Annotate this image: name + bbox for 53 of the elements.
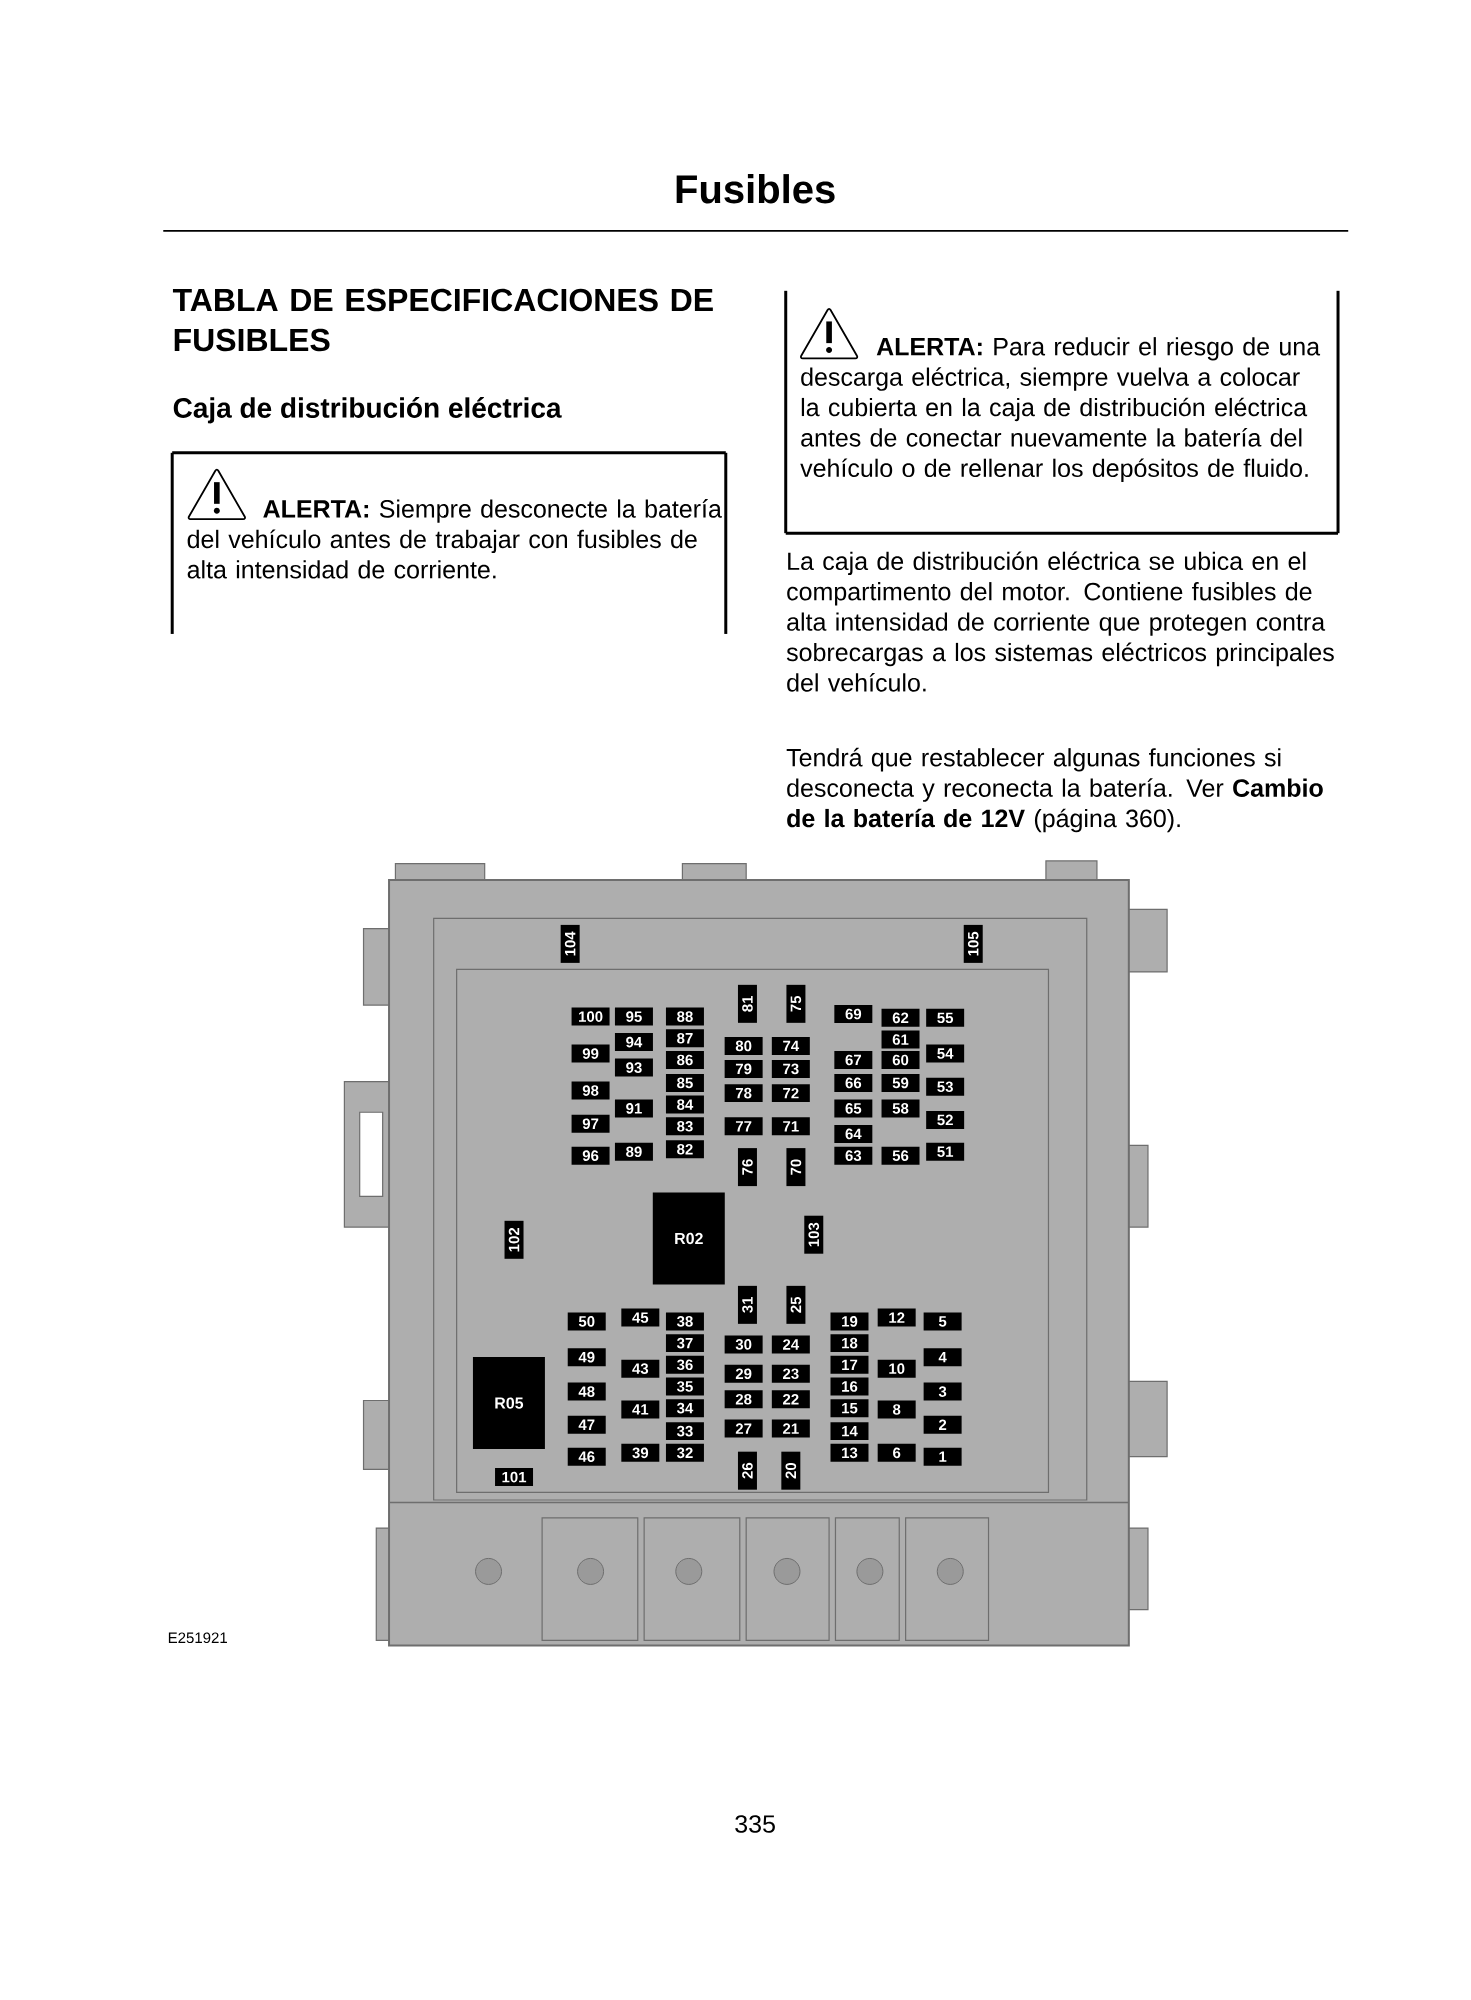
- fuse-label: 28: [724, 1390, 763, 1409]
- fuse-label: 35: [666, 1377, 705, 1396]
- fuse-label: 33: [666, 1422, 705, 1441]
- fuse-label: 72: [772, 1084, 810, 1103]
- alert-box: ALERTA: Para reducir el riesgo de una descarga eléctrica, siempre vuelva a colocar la cubierta en la caja de distribución eléctrica antes de conectar nuevamente la batería del vehículo o de rellenar los depósitos de fluido.: [784, 290, 1340, 535]
- fuse-label: 16: [830, 1377, 869, 1396]
- fuse-label: 69: [834, 1005, 873, 1024]
- section-heading: TABLA DE ESPECIFICACIONES DE FUSIBLES: [173, 288, 713, 352]
- fuse-label: 76: [738, 1148, 758, 1187]
- fuse-label: 24: [772, 1335, 810, 1354]
- relay-label: R02: [652, 1192, 725, 1285]
- fuse-label: 77: [724, 1117, 763, 1136]
- fuse-label: 65: [834, 1099, 873, 1118]
- page-title: Fusibles: [676, 174, 835, 204]
- fuse-label: 15: [830, 1399, 869, 1418]
- fuse-label: 101: [495, 1468, 534, 1487]
- figure-id: E251921: [169, 1632, 228, 1644]
- fuse-label: 20: [781, 1451, 801, 1490]
- fuse-label: 87: [666, 1029, 705, 1048]
- fuse-label: 14: [830, 1422, 869, 1441]
- fuse-label: 49: [567, 1348, 606, 1367]
- fuse-label: 82: [666, 1140, 705, 1159]
- fuse-label: 26: [738, 1451, 758, 1490]
- fuse-label: 19: [830, 1312, 869, 1331]
- fuse-label: 81: [738, 984, 758, 1023]
- fuse-label: 75: [786, 984, 806, 1023]
- fuse-label: 71: [772, 1117, 810, 1136]
- fuse-label: 103: [804, 1215, 824, 1254]
- fuse-label: 5: [923, 1312, 962, 1331]
- relay-label: R05: [473, 1357, 546, 1450]
- fuse-label: 94: [615, 1033, 654, 1052]
- fuse-label: 25: [786, 1285, 806, 1324]
- fuse-label: 50: [567, 1312, 606, 1331]
- fuse-label: 4: [923, 1348, 962, 1367]
- page-number: 335: [735, 1815, 776, 1833]
- fuse-label: 37: [666, 1334, 705, 1353]
- fuse-label: 30: [724, 1335, 763, 1354]
- fuse-label: 31: [738, 1285, 758, 1324]
- paragraph: Tendrá que restablecer algunas funciones si desconecta y reconecta la batería. Ver Cambio de la batería de 12V (página 360).: [786, 747, 1323, 833]
- fuse-label: 18: [830, 1334, 869, 1353]
- paragraph: La caja de distribución eléctrica se ubica en el compartimento del motor. Contiene fusibles de alta intensidad de corriente que protegen contra sobrecargas a los sistemas eléctricos principales del vehículo.: [787, 551, 1334, 692]
- fuse-label: 8: [877, 1400, 916, 1419]
- fuse-label: 41: [621, 1400, 660, 1419]
- subheading: Caja de distribución eléctrica: [173, 397, 562, 424]
- fuse-label: 58: [881, 1099, 920, 1118]
- alert-box: ALERTA: Siempre desconecte la batería del vehículo antes de trabajar con fusibles de alta intensidad de corriente.: [170, 451, 728, 634]
- fuse-label: 22: [772, 1390, 810, 1409]
- fuse-label: 38: [666, 1312, 705, 1331]
- fuse-label: 34: [666, 1399, 705, 1418]
- fuse-label: 78: [724, 1084, 763, 1103]
- fuse-label: 70: [786, 1148, 806, 1187]
- fuse-label: 83: [666, 1117, 705, 1136]
- fuse-label: 91: [615, 1099, 654, 1118]
